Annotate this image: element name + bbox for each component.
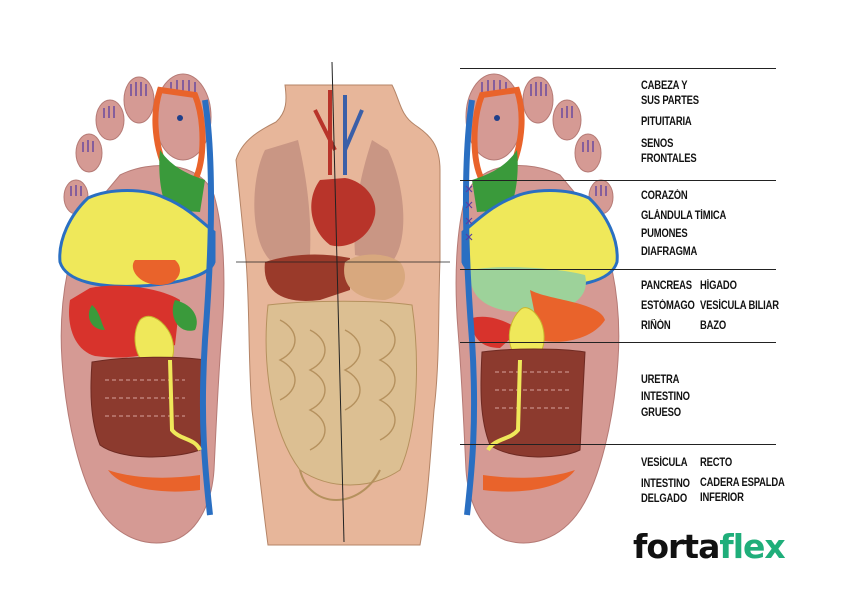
zone-label: SUS PARTES (641, 95, 699, 107)
right-heel-band (483, 470, 575, 492)
zone-label: SENOS (641, 138, 674, 150)
zone-label: BAZO (700, 320, 727, 332)
left-heel-band (108, 470, 200, 492)
right-red-zone (471, 316, 520, 348)
brand-logo-part1: forta (633, 527, 720, 566)
right-orange-zone (530, 290, 605, 342)
right-toe-2 (522, 76, 554, 124)
zone-label: DIAFRAGMA (641, 246, 698, 258)
right-intestine-zone (480, 348, 586, 458)
zone-label: PANCREAS (641, 280, 692, 292)
left-lung (254, 140, 311, 260)
zone-label: DELGADO (641, 493, 688, 505)
zone-label: PITUITARIA (641, 116, 692, 128)
zone-label: FRONTALES (641, 153, 697, 165)
zone-label: INTESTINO (641, 391, 690, 403)
liver (264, 254, 350, 301)
zone-label: INTESTINO (641, 478, 690, 490)
torso-anatomy (235, 61, 450, 546)
zone-label: CADERA ESPALDA (700, 477, 785, 489)
zone-label: GLÁNDULA TÍMICA (641, 210, 727, 222)
heart (311, 178, 376, 247)
right-spine-line (463, 99, 478, 516)
zone-label: VESÍCULA (641, 457, 688, 469)
zone-label: VESÍCULA BILIAR (700, 300, 779, 312)
zone-label: HÍGADO (700, 280, 737, 292)
zone-divider (460, 180, 776, 181)
brand-logo: fortaflex (633, 527, 786, 566)
right-toe-3 (552, 99, 582, 141)
zone-label: GRUESO (641, 407, 681, 419)
zone-divider (460, 68, 776, 69)
left-orange-oval (132, 260, 180, 285)
zone-label: INFERIOR (700, 492, 744, 504)
right-foot (455, 73, 620, 544)
zone-label: RECTO (700, 457, 733, 469)
zone-divider (460, 444, 776, 445)
zone-label: CORAZÓN (641, 190, 688, 202)
zone-divider (460, 342, 776, 343)
right-green-band (472, 150, 518, 212)
left-foot (58, 73, 225, 544)
zone-label: PUMONES (641, 228, 688, 240)
left-toe-4 (75, 133, 103, 173)
intestines (265, 300, 417, 486)
left-spine-line (199, 99, 214, 516)
left-intestine-zone (90, 356, 206, 458)
zone-label: CABEZA Y (641, 80, 688, 92)
left-green-band (159, 150, 205, 212)
zone-label: URETRA (641, 374, 680, 386)
pelvis (299, 469, 381, 501)
brand-logo-part2: flex (719, 527, 785, 566)
stomach (344, 254, 405, 300)
zone-label: ESTÓMAGO (641, 300, 695, 312)
left-toe-2 (123, 76, 155, 124)
zone-label: RIÑÓN (641, 320, 671, 332)
zone-divider (460, 269, 776, 270)
left-toe-3 (95, 99, 125, 141)
right-toe-4 (574, 133, 602, 173)
